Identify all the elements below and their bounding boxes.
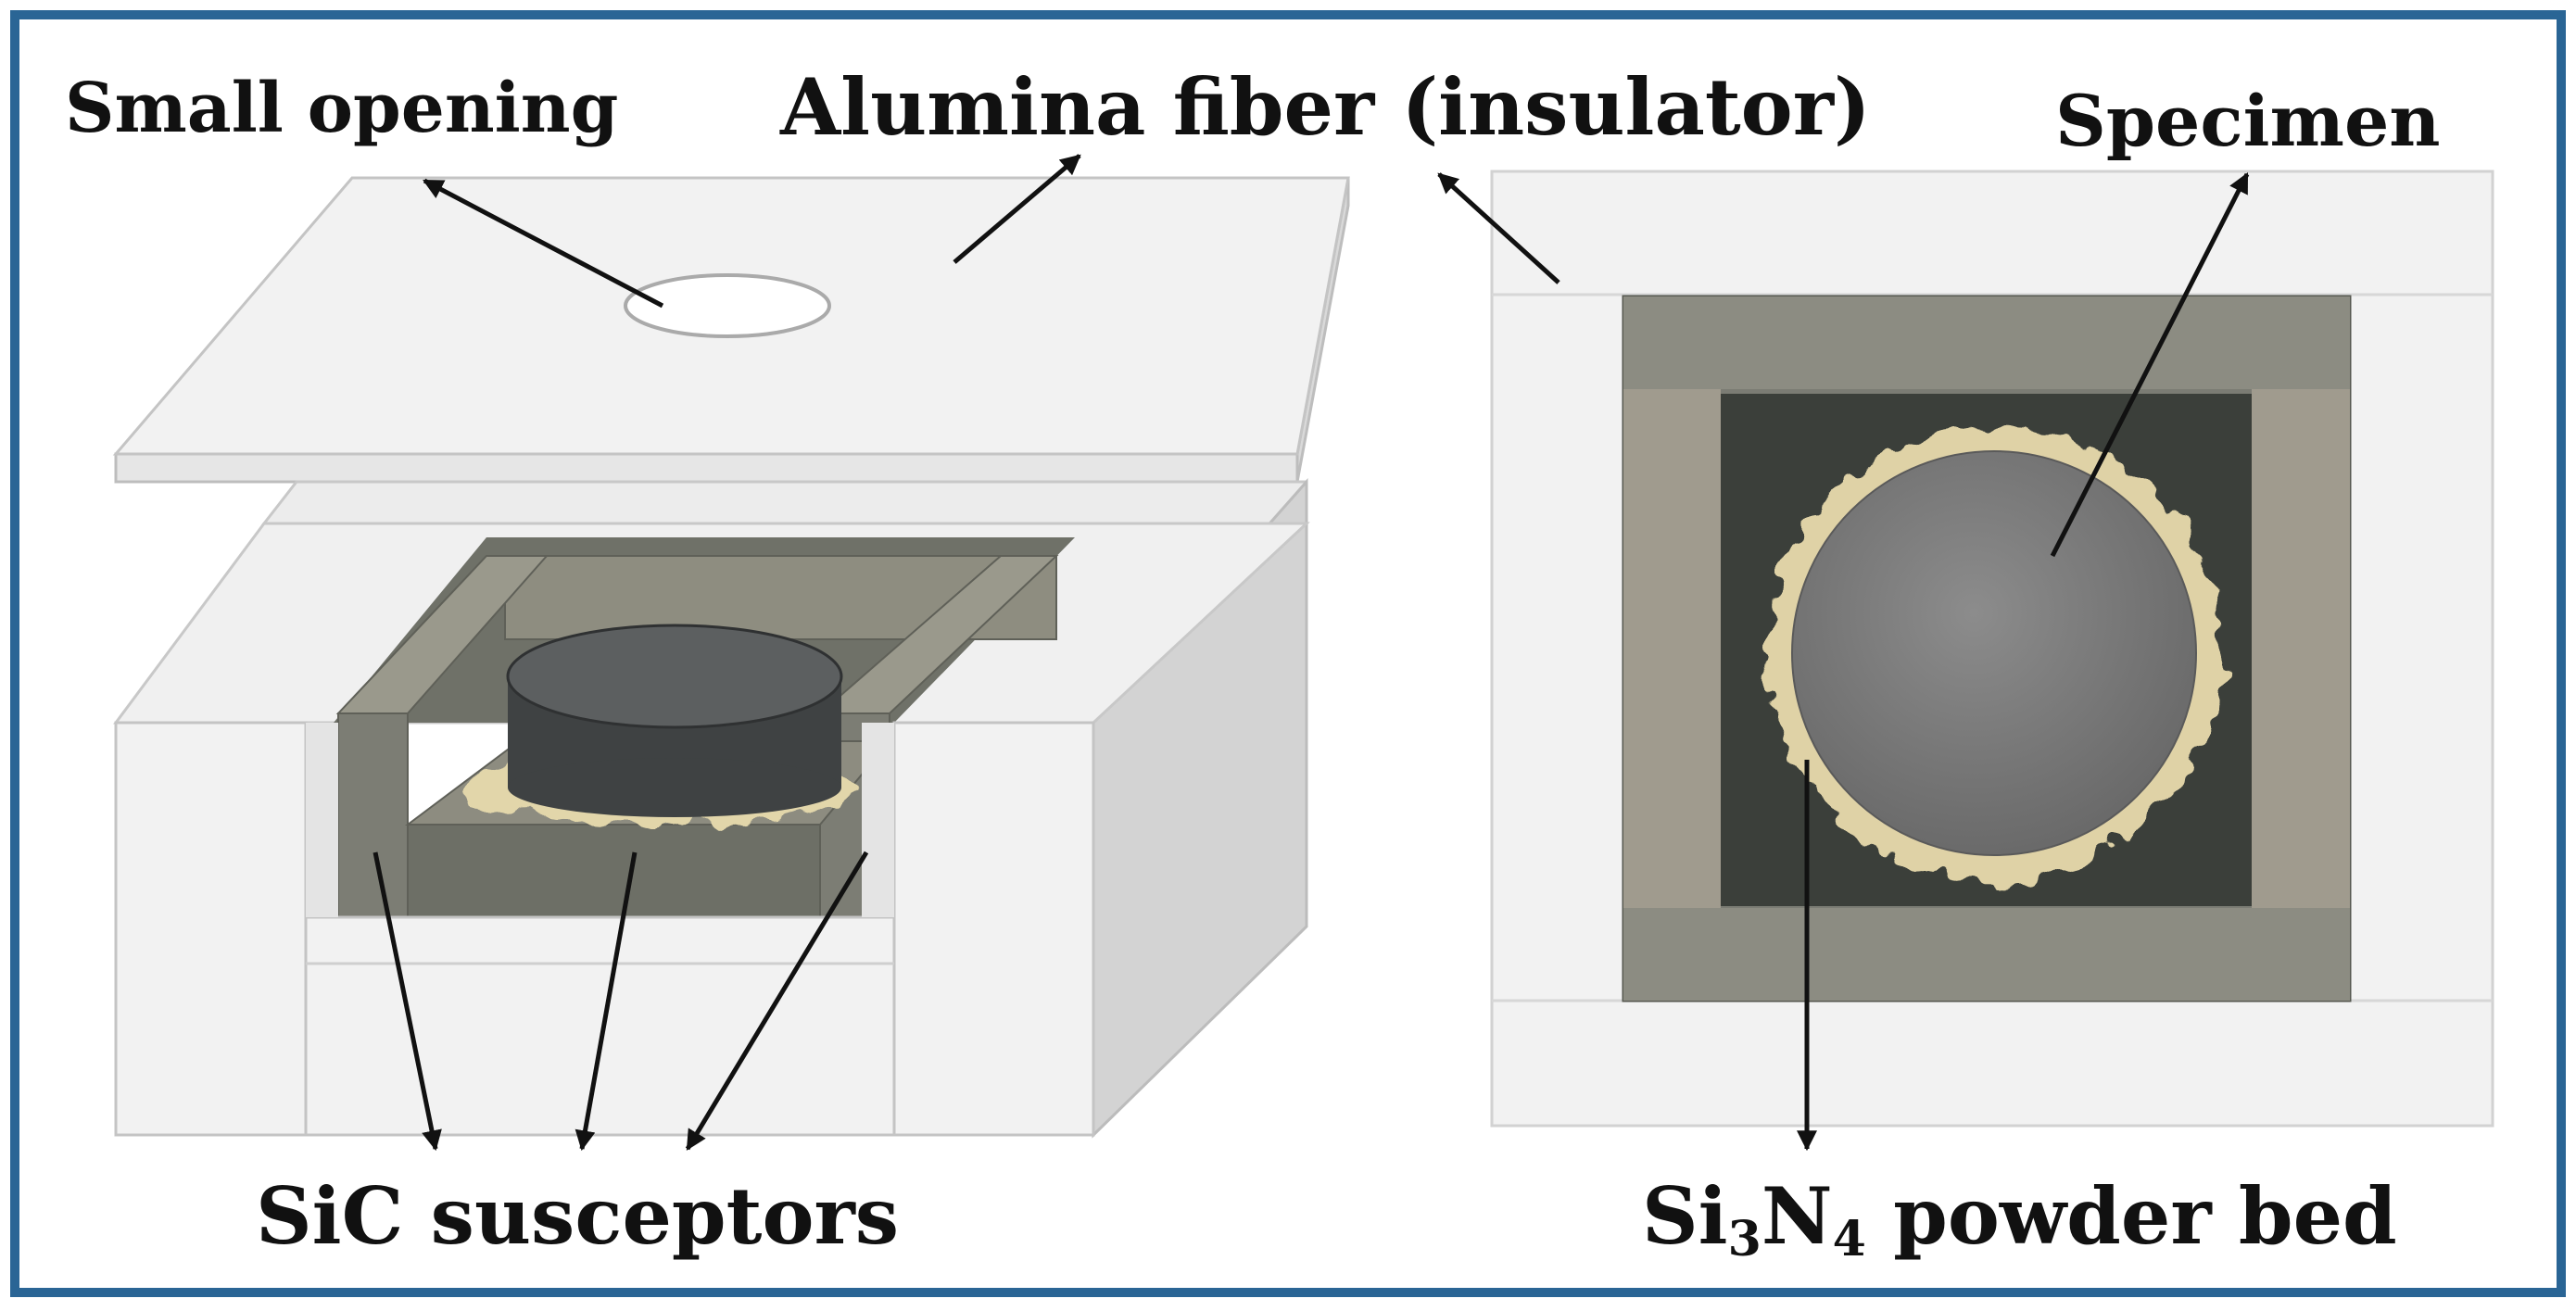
left-assembly (112, 176, 1350, 1139)
box-back-rim (260, 480, 1308, 525)
arrow-sic-middle (575, 851, 638, 1152)
cavity (334, 537, 1075, 918)
label-si3n4-n: N (1761, 1170, 1833, 1262)
specimen-cylinder (506, 624, 843, 817)
label-si3n4-sub3: 3 (1727, 1211, 1762, 1268)
arrow-alumina-lid (953, 154, 1081, 264)
label-specimen: Specimen (2055, 80, 2441, 162)
arrow-alumina-right (1437, 172, 1560, 284)
arrow-specimen (2050, 172, 2250, 558)
label-sic-susceptors: SiC susceptors (256, 1170, 900, 1262)
label-si3n4-sub4: 4 (1832, 1211, 1866, 1268)
arrow-sic-left (373, 851, 442, 1152)
lid-plate (112, 176, 1350, 484)
arrow-sic-right (685, 851, 869, 1151)
label-si3n4-suffix: powder bed (1865, 1170, 2397, 1262)
right-top-view (1490, 170, 2494, 1128)
label-alumina-fiber: Alumina fiber (insulator) (780, 61, 1871, 153)
label-si3n4-si: Si (1642, 1170, 1728, 1262)
box-front (114, 721, 1095, 1137)
label-si3n4-powder-bed: Si3N4 powder bed (1642, 1178, 2397, 1264)
small-opening-hole (624, 273, 831, 338)
specimen-disk (1791, 450, 2197, 856)
arrows (373, 154, 2250, 1152)
arrow-small-opening (423, 178, 664, 309)
label-small-opening: Small opening (65, 69, 619, 148)
